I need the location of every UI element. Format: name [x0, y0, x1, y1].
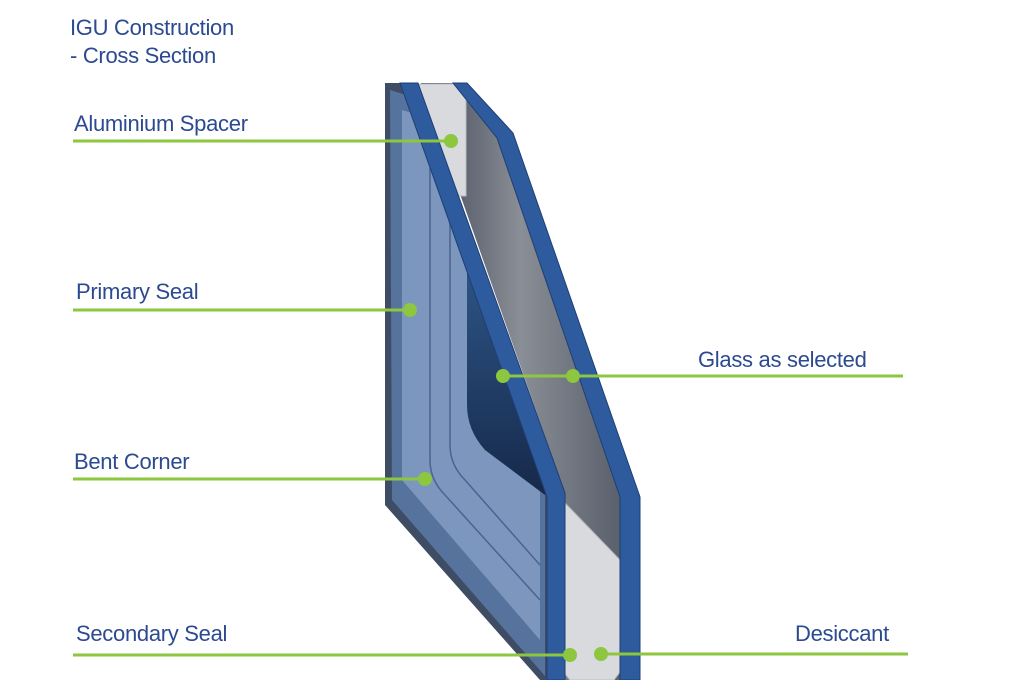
diagram-title: IGU Construction - Cross Section: [70, 14, 234, 70]
callout-dot-glass-front: [496, 369, 510, 383]
seal-stripes: [429, 140, 541, 601]
label-secondary-seal: Secondary Seal: [76, 621, 228, 646]
title-line-1: IGU Construction: [70, 15, 234, 40]
callout-dot-secondary-seal: [563, 648, 577, 662]
callout-dot-desiccant: [594, 647, 608, 661]
callout-dot-bent-corner: [418, 472, 432, 486]
label-glass-as-selected: Glass as selected: [698, 347, 867, 372]
callouts: [73, 134, 908, 662]
front-glass-pane: [399, 82, 566, 680]
title-line-2: - Cross Section: [70, 43, 216, 68]
callout-dot-primary-seal: [403, 303, 417, 317]
back-glass-pane: [451, 82, 641, 680]
callout-dot-glass-back: [566, 369, 580, 383]
label-aluminium-spacer: Aluminium Spacer: [74, 111, 248, 136]
label-bent-corner: Bent Corner: [74, 449, 190, 474]
label-desiccant: Desiccant: [795, 621, 889, 646]
callout-dot-spacer: [444, 134, 458, 148]
label-primary-seal: Primary Seal: [76, 279, 199, 304]
